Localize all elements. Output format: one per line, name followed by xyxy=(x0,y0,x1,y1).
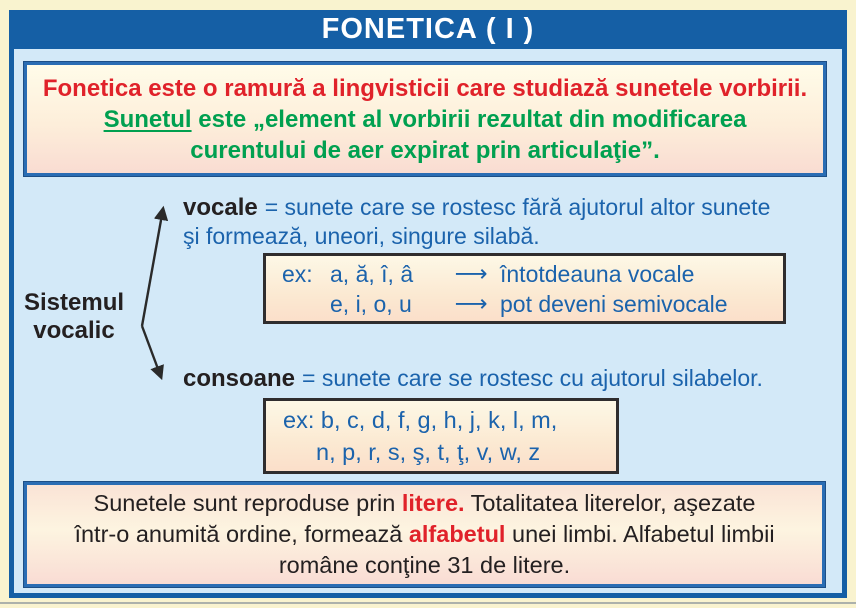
consonant-examples-box: ex: b, c, d, f, g, h, j, k, l, m, n, p, … xyxy=(263,398,619,474)
vocale-def-line2: şi formează, uneori, singure silabă. xyxy=(183,223,540,249)
title-bar: FONETICA ( I ) xyxy=(9,10,847,49)
alfabetul-highlight: alfabetul xyxy=(408,521,506,547)
right-arrow-icon: ⟶ xyxy=(454,290,488,317)
branch-arrows xyxy=(140,205,169,381)
sistemul-label-line2: vocalic xyxy=(33,317,115,344)
alphabet-seg1: Sunetele sunt reproduse prin xyxy=(93,490,402,516)
vocale-line1: vocale= sunete care se rostesc fără ajut… xyxy=(183,193,851,222)
right-arrow-icon: ⟶ xyxy=(454,260,488,287)
vowel-row2-note: pot deveni semivocale xyxy=(500,290,728,317)
sound-definition-line1-rest: este „element al vorbirii rezultat din m… xyxy=(191,105,747,133)
alphabet-seg2: Totalitatea literelor, aşezate xyxy=(464,490,756,516)
vowel-example-row1: ex: a, ă, î, â ⟶ întotdeauna vocale xyxy=(266,259,783,289)
vocale-definition: vocale= sunete care se rostesc fără ajut… xyxy=(183,193,851,250)
consonant-examples-line2: n, p, r, s, ş, t, ţ, v, w, z xyxy=(316,439,541,465)
vowel-example-row2: e, i, o, u ⟶ pot deveni semivocale xyxy=(266,289,783,319)
sound-definition-line2: curentului de aer expirat prin articulaţ… xyxy=(190,136,660,164)
consoane-def-text: = sunete care se rostesc cu ajutorul sil… xyxy=(302,365,763,391)
sistemul-vocalic-label: Sistemul vocalic xyxy=(16,289,132,345)
alphabet-seg3: într-o anumită ordine, formează xyxy=(74,521,409,547)
consoane-term: consoane xyxy=(183,365,296,392)
sistemul-label-line1: Sistemul xyxy=(23,289,125,316)
scan-edge-line xyxy=(0,602,856,604)
litere-highlight: litere. xyxy=(401,490,465,516)
alphabet-seg4: unei limbi. Alfabetul limbii xyxy=(505,521,775,547)
sunetul-term: Sunetul xyxy=(103,105,192,133)
vowel-row1-note: întotdeauna vocale xyxy=(500,260,695,287)
definition-box: Fonetica este o ramură a lingvisticii ca… xyxy=(24,62,826,176)
vocale-term: vocale xyxy=(183,194,258,221)
vocale-def-line1: = sunete care se rostesc fără ajutorul a… xyxy=(264,194,771,220)
alphabet-note-box: Sunetele sunt reproduse prin litere. Tot… xyxy=(24,482,825,587)
ex-label: ex: xyxy=(282,260,313,287)
vowel-row2-letters: e, i, o, u xyxy=(330,290,412,317)
vowel-examples-box: ex: a, ă, î, â ⟶ întotdeauna vocale e, i… xyxy=(263,253,786,324)
phonetics-definition-text: Fonetica este o ramură a lingvisticii ca… xyxy=(42,74,808,102)
vowel-row1-letters: a, ă, î, â xyxy=(330,260,414,287)
page-title: FONETICA ( I ) xyxy=(321,13,535,45)
consonant-examples-line1: ex: b, c, d, f, g, h, j, k, l, m, xyxy=(283,407,558,433)
arrow-to-consoane-icon xyxy=(140,325,164,381)
consoane-definition: consoane= sunete care se rostesc cu ajut… xyxy=(183,364,851,393)
alphabet-note-text: Sunetele sunt reproduse prin litere. Tot… xyxy=(74,488,774,581)
alphabet-seg5: române conţine 31 de litere. xyxy=(278,552,571,578)
arrow-to-vocale-icon xyxy=(140,205,169,327)
sound-definition-line1: Sunetul este „element al vorbirii rezult… xyxy=(104,104,747,135)
